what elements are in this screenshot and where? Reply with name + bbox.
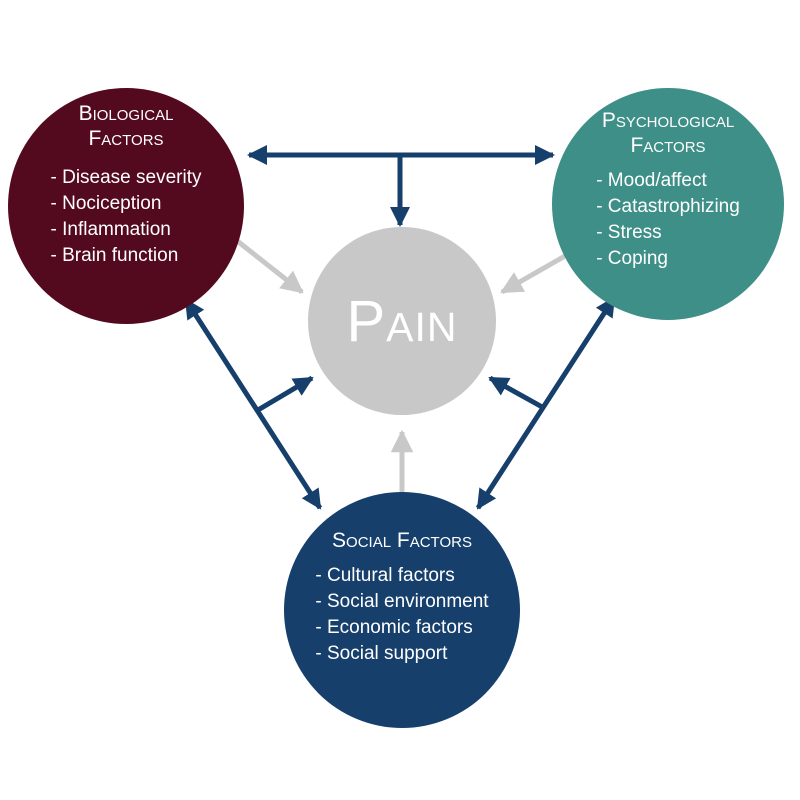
psy-to-pain-arrow <box>500 249 574 295</box>
biological-title-line1: Biological <box>78 102 174 125</box>
bio-soc-to-pain-arrow <box>256 375 314 413</box>
list-item: - Nociception <box>50 193 162 215</box>
list-item: - Catastrophizing <box>596 196 740 218</box>
list-item: - Coping <box>596 248 669 270</box>
psychological-title-line1: Psychological <box>601 109 735 132</box>
list-item: - Economic factors <box>315 617 473 639</box>
social-factors-list: - Cultural factors - Social environment … <box>315 563 488 667</box>
list-item: - Inflammation <box>50 219 171 241</box>
list-item: - Brain function <box>50 245 179 267</box>
biological-factors-circle: Biological Factors - Disease severity - … <box>8 88 244 324</box>
biological-title-line2: Factors <box>88 127 164 151</box>
list-item: - Social environment <box>315 591 489 613</box>
psychological-title-line2: Factors <box>630 134 706 158</box>
psy-soc-to-pain-arrow <box>488 375 546 411</box>
list-item: - Social support <box>315 643 448 665</box>
social-factors-title: Social Factors <box>332 529 472 552</box>
pain-circle: Pain <box>308 227 496 415</box>
list-item: - Cultural factors <box>315 565 455 587</box>
psychological-factors-circle: Psychological Factors - Mood/affect - Ca… <box>552 88 784 320</box>
biological-factors-title: Biological Factors <box>79 101 174 151</box>
psy-soc-arrow <box>475 296 617 510</box>
psychological-factors-list: - Mood/affect - Catastrophizing - Stress… <box>596 168 740 272</box>
bio-to-pain-arrow <box>234 238 304 294</box>
list-item: - Mood/affect <box>596 170 707 192</box>
biological-factors-list: - Disease severity - Nociception - Infla… <box>51 165 202 269</box>
pain-label: Pain <box>346 288 458 354</box>
psychological-factors-title: Psychological Factors <box>602 108 734 158</box>
social-factors-circle: Social Factors - Cultural factors - Soci… <box>284 492 520 728</box>
bio-soc-arrow <box>183 298 323 510</box>
list-item: - Stress <box>596 222 662 244</box>
list-item: - Disease severity <box>50 167 202 189</box>
